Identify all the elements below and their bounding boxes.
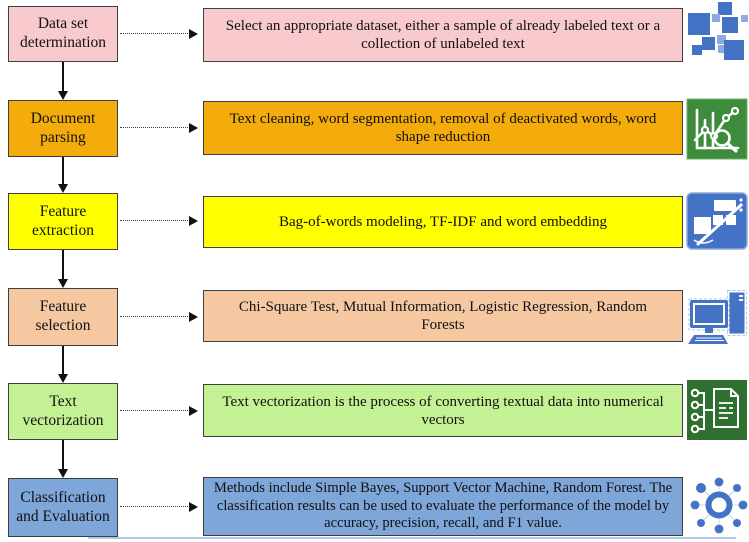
step-label: Feature extraction xyxy=(32,202,94,239)
step-box-feature-selection: Feature selection xyxy=(8,288,118,346)
step-label: Feature selection xyxy=(35,298,91,334)
desc-text: Text cleaning, word segmentation, remova… xyxy=(229,111,657,145)
list-document-icon xyxy=(686,379,748,446)
step-box-text-vectorization: Text vectorization xyxy=(8,383,118,440)
flow-connector xyxy=(62,346,64,374)
arrowhead-icon xyxy=(189,123,203,133)
data-squares-icon xyxy=(686,2,748,67)
arrowhead-icon xyxy=(189,312,203,322)
arrowhead-icon xyxy=(189,216,203,226)
step-label: Text vectorization xyxy=(22,392,104,429)
step-label: Document parsing xyxy=(30,109,96,146)
arrowhead-icon xyxy=(189,406,203,416)
desc-box-feature-extraction: Bag-of-words modeling, TF-IDF and word e… xyxy=(203,196,683,248)
step-box-document-parsing: Document parsing xyxy=(8,100,118,157)
desc-box-classification-evaluation: Methods include Simple Bayes, Support Ve… xyxy=(203,477,683,536)
desc-text: Chi-Square Test, Mutual Information, Log… xyxy=(238,299,648,333)
flow-connector xyxy=(62,62,64,91)
figure-bottom-rule xyxy=(88,537,736,539)
desc-text: Select an appropriate dataset, either a … xyxy=(225,18,661,52)
desc-box-document-parsing: Text cleaning, word segmentation, remova… xyxy=(203,101,683,155)
desc-box-feature-selection: Chi-Square Test, Mutual Information, Log… xyxy=(203,290,683,342)
desc-text: Bag-of-words modeling, TF-IDF and word e… xyxy=(278,214,607,230)
hub-network-icon xyxy=(686,474,748,542)
step-box-dataset-determination: Data set determination xyxy=(8,6,118,62)
blocks-pen-icon xyxy=(686,192,748,255)
desc-text: Methods include Simple Bayes, Support Ve… xyxy=(213,480,673,532)
chart-search-icon xyxy=(686,98,748,165)
step-label: Data set determination xyxy=(19,15,107,51)
arrowhead-icon xyxy=(57,184,68,198)
desktop-computer-icon xyxy=(686,288,748,351)
desc-box-dataset-determination: Select an appropriate dataset, either a … xyxy=(203,8,683,62)
arrowhead-icon xyxy=(57,374,68,388)
arrowhead-icon xyxy=(57,279,68,293)
flow-connector xyxy=(62,250,64,279)
step-box-classification-evaluation: Classification and Evaluation xyxy=(8,478,118,537)
arrowhead-icon xyxy=(57,91,68,105)
step-label: Classification and Evaluation xyxy=(16,488,110,525)
desc-text: Text vectorization is the process of con… xyxy=(222,393,664,428)
flow-connector xyxy=(62,157,64,184)
desc-box-text-vectorization: Text vectorization is the process of con… xyxy=(203,384,683,437)
arrowhead-icon xyxy=(57,469,68,483)
arrowhead-icon xyxy=(189,29,203,39)
flow-connector xyxy=(62,440,64,469)
step-box-feature-extraction: Feature extraction xyxy=(8,193,118,250)
arrowhead-icon xyxy=(189,502,203,512)
